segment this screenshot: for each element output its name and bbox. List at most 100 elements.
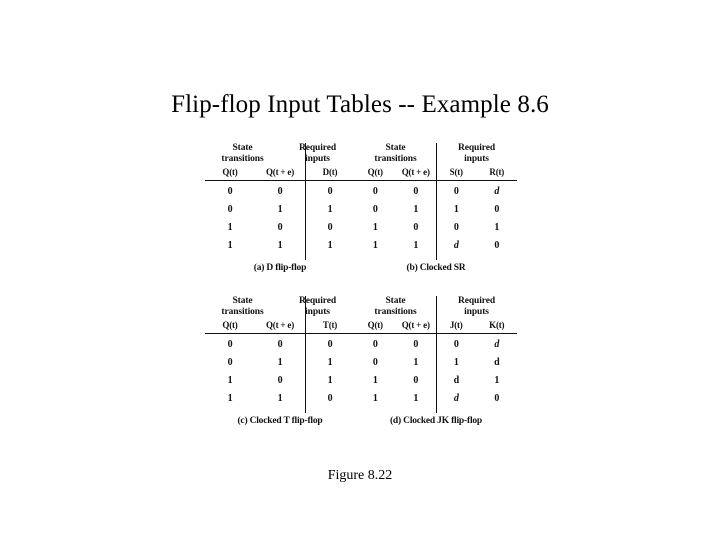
cell-input-2: 0 (494, 204, 500, 215)
cell-input-2: d (477, 183, 518, 201)
cell-input-1: 1 (327, 357, 333, 368)
cell-state-2: 1 (413, 393, 419, 404)
cell-input-1: 1 (453, 357, 459, 368)
cell-input-1: d (436, 390, 477, 408)
cell-input-1: 0 (327, 222, 333, 233)
cell-state-1: 1 (372, 393, 378, 404)
table-column-headers: Q(t)Q(t + e)J(t)K(t) (355, 319, 517, 332)
cell-state-2: 1 (277, 357, 283, 368)
column-header-3: T(t) (322, 320, 338, 330)
table-row: 1 1 d 0 (355, 390, 517, 408)
column-header-1: Q(t) (222, 320, 238, 330)
dont-care-value: d (453, 393, 459, 404)
cell-state-2: 0 (277, 222, 283, 233)
column-header-1: Q(t) (367, 167, 383, 177)
column-header-4: R(t) (489, 167, 505, 177)
column-header-2: Q(t + e) (265, 320, 294, 330)
dont-care-value: d (453, 240, 459, 251)
table-row: 0 0 0 (205, 336, 355, 354)
figure-caption: Figure 8.22 (327, 468, 393, 483)
cell-state-1: 1 (227, 393, 233, 404)
cell-input-1: 1 (327, 240, 333, 251)
column-header-1: Q(t) (367, 320, 383, 330)
column-header-2: Q(t + e) (401, 320, 430, 330)
cell-input-2: 1 (494, 375, 500, 386)
table-caption-clocked-t-flip-flop: (c) Clocked T flip-flop (237, 416, 323, 426)
cell-input-1: 0 (327, 186, 333, 197)
cell-state-1: 0 (227, 186, 233, 197)
cell-state-1: 1 (372, 222, 378, 233)
table-column-headers: Q(t)Q(t + e)D(t) (205, 166, 355, 179)
cell-input-1: d (436, 372, 477, 390)
column-group-divider (436, 143, 437, 260)
cell-input-1: 0 (327, 339, 333, 350)
table-row: 0 0 0 d (355, 183, 517, 201)
cell-input-2: 0 (494, 240, 500, 251)
cell-input-2: 1 (494, 222, 500, 233)
cell-state-2: 0 (413, 222, 419, 233)
header-rule (205, 333, 355, 334)
cell-input-2: d (477, 336, 518, 354)
dont-care-value: d (494, 186, 500, 197)
cell-input-1: 1 (453, 204, 459, 215)
column-group-divider (436, 296, 437, 413)
cell-state-2: 0 (413, 339, 419, 350)
column-header-3: J(t) (449, 320, 463, 330)
table-column-headers: Q(t) Q(t + e) T(t) (205, 319, 355, 332)
table-caption-clocked-sr: (b) Clocked SR (406, 263, 466, 273)
cell-state-2: 1 (277, 240, 283, 251)
cell-state-2: 1 (277, 393, 283, 404)
cell-state-1: 0 (227, 204, 233, 215)
cell-state-1: 1 (227, 222, 233, 233)
dont-care-value: d (453, 375, 460, 386)
cell-state-2: 0 (277, 339, 283, 350)
cell-input-1: 0 (453, 222, 459, 233)
cell-state-2: 0 (413, 186, 419, 197)
table-row: 0 0 0 (205, 183, 355, 201)
table-caption-clocked-jk-flip-flop: (d) Clocked JK flip-flop (389, 416, 483, 426)
page-title: Flip-flop Input Tables -- Example 8.6 (171, 90, 549, 118)
table-row: 1 0 0 (205, 219, 355, 237)
cell-state-2: 0 (277, 186, 283, 197)
table-row: 1 0 0 1 (355, 219, 517, 237)
cell-state-1: 0 (227, 339, 233, 350)
cell-input-1: 0 (453, 339, 459, 350)
cell-state-2: 1 (413, 357, 419, 368)
dont-care-value: d (494, 339, 500, 350)
column-group-divider (305, 143, 306, 260)
cell-state-1: 0 (372, 186, 378, 197)
dont-care-value: d (494, 357, 500, 368)
header-rule (205, 180, 355, 181)
cell-state-1: 1 (372, 240, 378, 251)
table-caption-d-flip-flop: (a) D flip-flop (253, 263, 307, 273)
cell-state-2: 1 (277, 204, 283, 215)
cell-input-1: 0 (453, 186, 459, 197)
cell-state-1: 1 (227, 375, 233, 386)
cell-input-2: 0 (494, 393, 500, 404)
column-header-2: Q(t + e) (265, 167, 294, 177)
